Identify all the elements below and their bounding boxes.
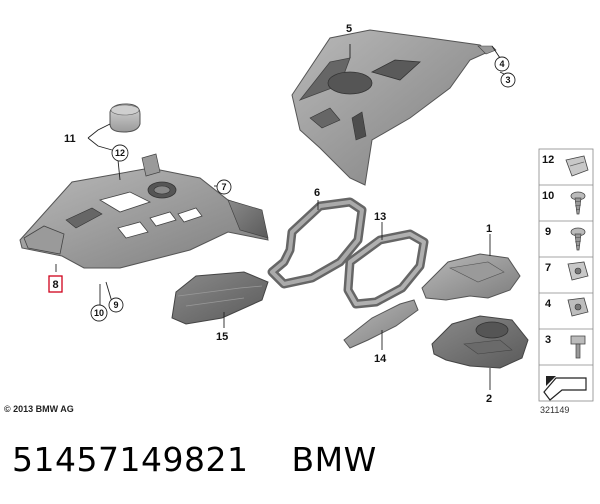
callout-7: 7 — [221, 182, 226, 192]
callout-13: 13 — [374, 211, 386, 223]
screw-10-icon — [570, 191, 586, 215]
callout-circle-labels: 4 3 12 7 9 10 — [94, 59, 511, 318]
footer-caption: 51457149821 BMW — [12, 440, 377, 479]
part-5-upper-trim-panel — [291, 29, 497, 186]
nut-4-icon — [567, 297, 589, 317]
leader-lines — [55, 44, 505, 390]
legend-number-10: 10 — [542, 190, 554, 202]
callout-6: 6 — [314, 187, 320, 199]
callout-9: 9 — [113, 300, 118, 310]
callout-circle-3 — [500, 72, 516, 88]
callout-4: 4 — [499, 59, 504, 69]
part-2-column-lower-cover — [431, 315, 529, 369]
callout-circle-10 — [90, 304, 108, 322]
part-14-trim-strip — [343, 299, 419, 349]
callout-8: 8 — [52, 279, 58, 291]
callout-circle-12 — [111, 144, 129, 162]
part-15-glove-box — [171, 271, 269, 325]
part-6-frame-trim — [267, 197, 367, 289]
callout-2: 2 — [486, 393, 492, 405]
clip-12-icon — [565, 155, 589, 177]
callout-circle-9 — [108, 297, 124, 313]
part-11-cover-cap — [109, 103, 141, 133]
legend-number-7: 7 — [545, 262, 551, 274]
legend-number-9: 9 — [545, 226, 551, 238]
legend-number-3: 3 — [545, 334, 551, 346]
callout-10: 10 — [94, 308, 104, 318]
part-8-lower-dash-panel — [19, 153, 269, 269]
callout-5: 5 — [346, 23, 352, 35]
part-1-column-upper-cover — [421, 253, 521, 301]
copyright-notice: © 2013 BMW AG — [4, 404, 74, 414]
fastener-legend: 12 10 9 7 4 3 — [538, 148, 594, 402]
part-number: 51457149821 — [12, 440, 249, 479]
callout-12: 12 — [115, 148, 125, 158]
callout-labels: 5 11 6 13 1 15 14 2 — [64, 23, 492, 405]
directional-arrow-icon — [543, 376, 587, 401]
callout-circle-7 — [216, 179, 232, 195]
callout-circles — [90, 56, 516, 322]
callout-8-highlighted: 8 — [48, 275, 63, 293]
brand-name: BMW — [291, 440, 377, 479]
callout-15: 15 — [216, 331, 228, 343]
callout-14: 14 — [374, 353, 387, 365]
callout-11: 11 — [64, 133, 76, 145]
callout-3: 3 — [505, 75, 510, 85]
clip-nut-7-icon — [567, 261, 589, 281]
bolt-3-icon — [570, 335, 586, 359]
legend-number-4: 4 — [545, 298, 552, 310]
callout-circle-4 — [494, 56, 510, 72]
screw-9-icon — [570, 227, 586, 251]
diagram-code: 321149 — [540, 405, 570, 415]
callout-1: 1 — [486, 223, 492, 235]
part-13-frame-trim — [343, 229, 429, 309]
legend-number-12: 12 — [542, 154, 554, 166]
